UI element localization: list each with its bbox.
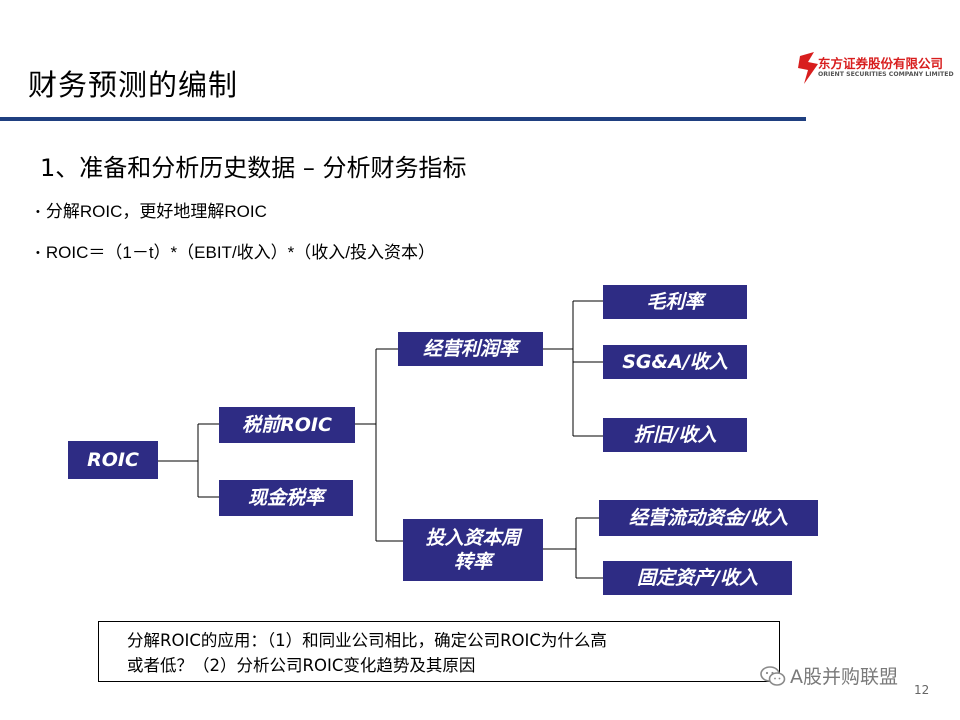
bullet-item: • 分解ROIC，更好地理解ROIC — [36, 197, 267, 222]
bullet-dot-icon: • — [36, 206, 40, 218]
roic-application-note: 分解ROIC的应用：（1）和同业公司相比，确定公司ROIC为什么高 或者低？（2… — [98, 621, 780, 682]
logo-name-en: ORIENT SECURITIES COMPANY LIMITED — [818, 71, 954, 78]
section-subtitle: 1、准备和分析历史数据 – 分析财务指标 — [40, 154, 467, 182]
bullet-item: • ROIC＝（1－t）*（EBIT/收入）*（收入/投入资本） — [36, 238, 435, 263]
tree-node-depreciation-revenue: 折旧/收入 — [603, 418, 747, 452]
wechat-icon — [760, 665, 786, 686]
wechat-watermark: A股并购联盟 — [760, 662, 898, 689]
watermark-text: A股并购联盟 — [790, 666, 898, 688]
capital-turnover-line2: 转率 — [453, 551, 492, 573]
bullet-text: 分解ROIC，更好地理解ROIC — [45, 202, 267, 221]
bullet-dot-icon: • — [36, 247, 40, 259]
orient-logo-icon — [798, 52, 818, 84]
company-logo: 东方证券股份有限公司 ORIENT SECURITIES COMPANY LIM… — [796, 50, 954, 86]
tree-node-sga-revenue: SG&A/收入 — [603, 345, 747, 379]
tree-node-operating-margin: 经营利润率 — [398, 332, 543, 366]
tree-node-cash-tax-rate: 现金税率 — [219, 480, 353, 516]
capital-turnover-line1: 投入资本周 — [425, 527, 521, 549]
tree-node-pretax-roic: 税前ROIC — [219, 407, 355, 443]
logo-name-cn: 东方证券股份有限公司 — [818, 56, 944, 71]
tree-node-working-capital-revenue: 经营流动资金/收入 — [599, 500, 818, 536]
bullet-text: ROIC＝（1－t）*（EBIT/收入）*（收入/投入资本） — [45, 243, 435, 262]
tree-node-capital-turnover: 投入资本周 转率 — [403, 519, 543, 581]
title-divider — [0, 117, 806, 121]
tree-node-fixed-assets-revenue: 固定资产/收入 — [603, 561, 792, 595]
page-title: 财务预测的编制 — [28, 68, 239, 102]
page-number: 12 — [914, 683, 930, 697]
note-line-2: 或者低？（2）分析公司ROIC变化趋势及其原因 — [127, 656, 476, 675]
note-line-1: 分解ROIC的应用：（1）和同业公司相比，确定公司ROIC为什么高 — [127, 631, 607, 650]
tree-node-roic: ROIC — [68, 441, 158, 479]
tree-node-gross-margin: 毛利率 — [603, 285, 747, 319]
